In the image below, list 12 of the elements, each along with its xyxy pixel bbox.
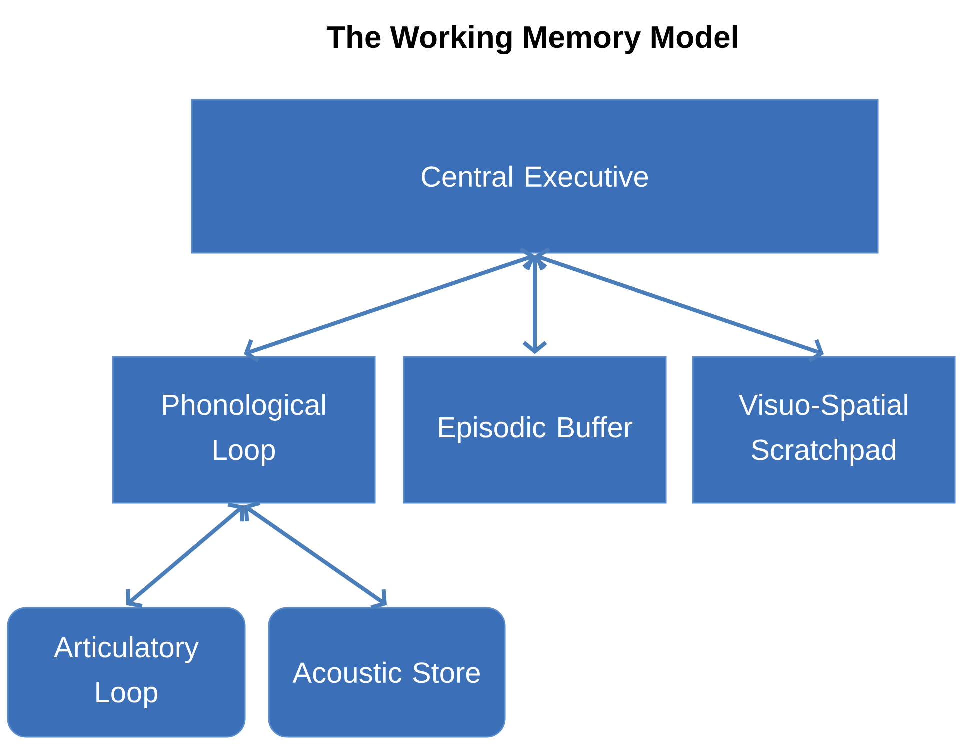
rounded-box: Acoustic Store bbox=[268, 607, 506, 738]
arrow bbox=[126, 502, 244, 608]
arrow bbox=[244, 247, 535, 363]
process-box: Episodic Buffer bbox=[403, 356, 667, 504]
arrow bbox=[244, 501, 387, 610]
process-box: Central Executive bbox=[191, 99, 879, 254]
title: The Working Memory Model bbox=[326, 25, 738, 55]
arrow bbox=[535, 247, 824, 363]
process-box: Visuo-Spatial Scratchpad bbox=[692, 356, 956, 504]
rounded-box: Articulatory Loop bbox=[7, 607, 246, 738]
process-box: Phonological Loop bbox=[112, 356, 376, 504]
arrow bbox=[522, 256, 548, 354]
